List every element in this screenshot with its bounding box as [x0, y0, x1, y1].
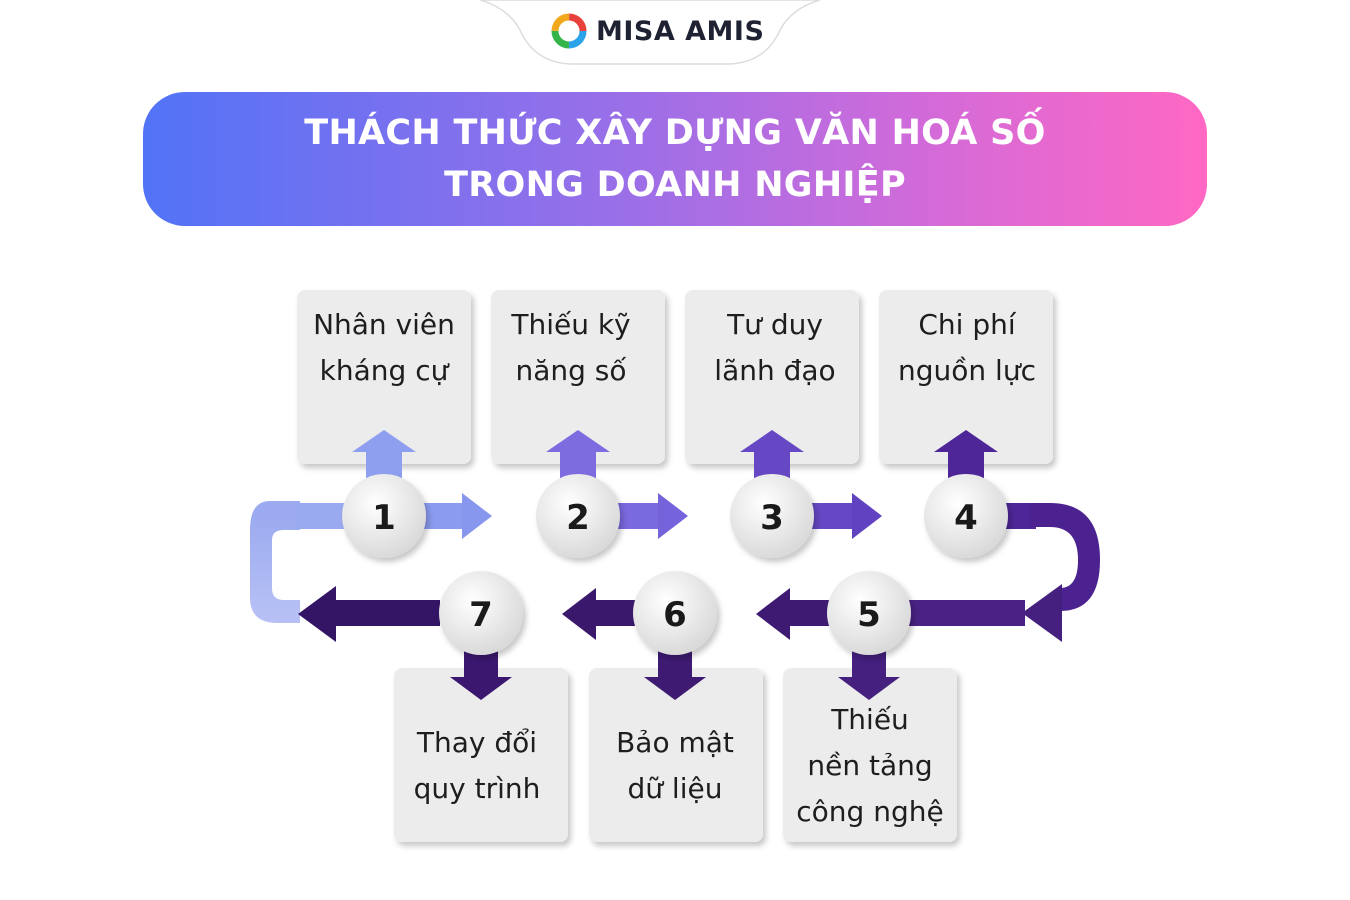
- down-arrow-5: [838, 640, 900, 700]
- left-curve-connector: [250, 501, 300, 623]
- step-circle-5: [827, 571, 911, 655]
- step-number-1: 1: [372, 498, 396, 538]
- step-label-5: Thiếu nền tảng công nghệ: [782, 697, 958, 835]
- step-label-1: Nhân viên kháng cự: [297, 302, 471, 394]
- bottom-flow: [298, 586, 1025, 642]
- misa-amis-logo-icon: [551, 13, 587, 49]
- step-box-4: [879, 290, 1053, 464]
- step-circle-2: [536, 474, 620, 558]
- down-arrows: [450, 640, 900, 700]
- up-arrows: [352, 430, 998, 490]
- step-number-7: 7: [469, 595, 493, 635]
- step-label-7-line-1: Thay đổi: [416, 726, 538, 759]
- bottom-band-4: [790, 600, 830, 626]
- step-label-2-line-2: năng số: [515, 354, 627, 387]
- step-box-5: [783, 668, 957, 842]
- right-arrow-2: [658, 493, 688, 539]
- step-label-4: Chi phí nguồn lực: [880, 302, 1054, 394]
- up-arrow-2: [546, 430, 610, 490]
- down-arrow-7: [450, 640, 512, 700]
- bottom-band-5: [905, 600, 1025, 626]
- step-numbers: 1 2 3 4 5 6 7: [372, 498, 978, 635]
- step-label-4-line-1: Chi phí: [918, 308, 1016, 341]
- step-label-3-line-1: Tư duy: [727, 308, 823, 341]
- brand-name: MISA AMIS: [596, 15, 765, 47]
- step-label-6-line-1: Bảo mật: [616, 726, 734, 759]
- step-circle-6: [633, 571, 717, 655]
- step-number-6: 6: [663, 595, 687, 635]
- up-arrow-3: [740, 430, 804, 490]
- right-arrow-3: [852, 493, 882, 539]
- title-line-1: THÁCH THỨC XÂY DỰNG VĂN HOÁ SỐ: [304, 113, 1046, 153]
- step-label-5-line-2: nền tảng: [807, 749, 933, 782]
- right-arrow-1: [462, 493, 492, 539]
- logo-tab: MISA AMIS: [480, 0, 820, 66]
- step-label-2-line-1: Thiếu kỹ: [511, 308, 631, 341]
- up-arrow-1: [352, 430, 416, 490]
- title-line-2: TRONG DOANH NGHIỆP: [444, 165, 906, 205]
- step-circle-7: [439, 571, 523, 655]
- step-circle-4: [924, 474, 1008, 558]
- step-box-6: [589, 668, 763, 842]
- step-label-5-line-3: công nghệ: [796, 795, 944, 828]
- step-label-5-line-1: Thiếu: [831, 703, 909, 736]
- step-box-3: [685, 290, 859, 464]
- step-number-3: 3: [760, 498, 784, 538]
- step-label-6-line-2: dữ liệu: [627, 772, 723, 805]
- step-label-4-line-2: nguồn lực: [898, 354, 1036, 387]
- step-box-7: [394, 668, 568, 842]
- left-arrow-6: [562, 588, 596, 640]
- step-number-5: 5: [857, 595, 881, 635]
- number-circles: [342, 474, 1008, 655]
- step-box-2: [491, 290, 665, 464]
- bottom-band-3: [596, 600, 636, 626]
- step-label-6: Bảo mật dữ liệu: [588, 720, 762, 812]
- up-arrow-4: [934, 430, 998, 490]
- step-label-3-line-2: lãnh đạo: [714, 354, 836, 387]
- right-curve-connector: [1030, 503, 1100, 611]
- down-arrow-6: [644, 640, 706, 700]
- left-arrow-7: [298, 586, 336, 642]
- step-circle-3: [730, 474, 814, 558]
- step-boxes: [297, 290, 1053, 842]
- bottom-band-2: [336, 600, 440, 626]
- curve-arrowhead: [1022, 584, 1062, 642]
- step-label-1-line-2: kháng cự: [319, 354, 449, 387]
- title-banner: THÁCH THỨC XÂY DỰNG VĂN HOÁ SỐ TRONG DOA…: [143, 92, 1207, 226]
- left-arrow-5: [756, 588, 790, 640]
- step-circle-1: [342, 474, 426, 558]
- step-label-2: Thiếu kỹ năng số: [484, 302, 658, 394]
- step-label-1-line-1: Nhân viên: [313, 308, 455, 341]
- step-label-7-line-2: quy trình: [413, 772, 541, 805]
- step-label-3: Tư duy lãnh đạo: [688, 302, 862, 394]
- step-label-7: Thay đổi quy trình: [390, 720, 564, 812]
- step-box-1: [297, 290, 471, 464]
- step-number-4: 4: [954, 498, 978, 538]
- step-number-2: 2: [566, 498, 590, 538]
